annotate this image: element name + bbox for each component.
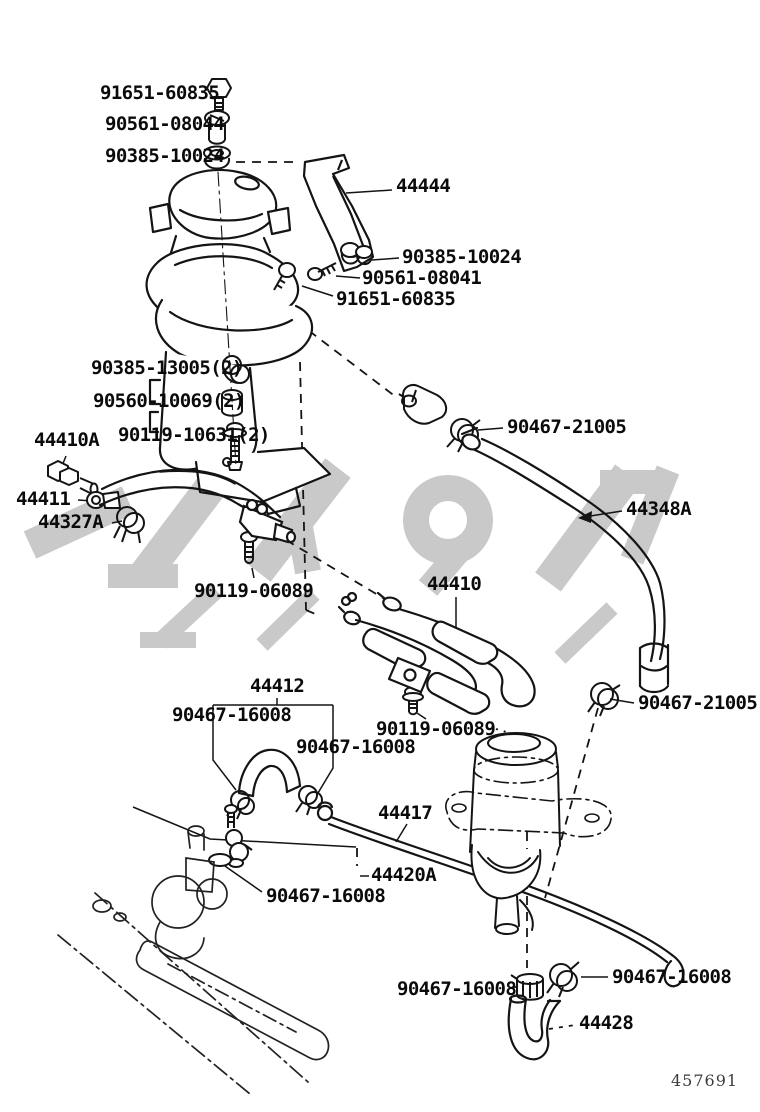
part-label-90467-16008-1[interactable]: 90467-16008 xyxy=(172,704,292,726)
hose-44428-drawing xyxy=(507,994,562,1061)
part-label-44417[interactable]: 44417 xyxy=(378,802,433,824)
part-label-90467-16008-2[interactable]: 90467-16008 xyxy=(296,736,416,758)
part-label-90560-10069[interactable]: 90560-10069(2) xyxy=(93,390,245,412)
part-label-90467-16008-4[interactable]: 90467-16008 xyxy=(397,978,517,1000)
watermark-logo xyxy=(23,458,680,664)
part-label-44410[interactable]: 44410 xyxy=(427,573,482,595)
part-label-90119-06089-right[interactable]: 90119-06089 xyxy=(376,718,496,740)
fastener-icons xyxy=(47,78,621,1001)
part-label-44411[interactable]: 44411 xyxy=(16,488,71,510)
part-label-44412[interactable]: 44412 xyxy=(250,675,305,697)
part-label-44348A[interactable]: 44348A xyxy=(626,498,692,520)
part-label-90467-21005-upper[interactable]: 90467-21005 xyxy=(507,416,627,438)
callout-leader-lines xyxy=(61,189,635,989)
part-label-44444[interactable]: 44444 xyxy=(396,175,451,197)
part-label-90467-16008-5[interactable]: 90467-16008 xyxy=(612,966,732,988)
part-label-90467-16008-3[interactable]: 90467-16008 xyxy=(266,885,386,907)
reservoir-drawing xyxy=(445,732,612,935)
part-label-91651-60835-top[interactable]: 91651-60835 xyxy=(100,82,220,104)
part-label-44327A[interactable]: 44327A xyxy=(38,511,104,533)
hose-44348A-drawing xyxy=(460,426,670,694)
part-label-44420A[interactable]: 44420A xyxy=(371,864,437,886)
part-label-90119-10631[interactable]: 90119-10631(2) xyxy=(118,424,270,446)
drawing-number: 457691 xyxy=(671,1071,739,1090)
part-label-90385-10024-mid[interactable]: 90385-10024 xyxy=(402,246,522,268)
part-label-90385-13005[interactable]: 90385-13005(2) xyxy=(91,357,243,379)
part-label-44428[interactable]: 44428 xyxy=(579,1012,634,1034)
part-label-90119-06089-left[interactable]: 90119-06089 xyxy=(194,580,314,602)
part-label-91651-60835-mid[interactable]: 91651-60835 xyxy=(336,288,456,310)
tube-44410-drawing xyxy=(337,591,536,715)
part-label-44410A[interactable]: 44410A xyxy=(34,429,100,451)
bracket-44444-drawing xyxy=(302,153,375,273)
steering-gear-phantom-drawing xyxy=(57,825,330,1095)
hose-44411-drawing xyxy=(98,468,297,544)
part-label-90467-21005-lower[interactable]: 90467-21005 xyxy=(638,692,758,714)
hose-44412-drawing xyxy=(237,748,302,798)
part-label-90561-08044[interactable]: 90561-08044 xyxy=(105,113,225,135)
part-label-90561-08041[interactable]: 90561-08041 xyxy=(362,267,482,289)
part-label-90385-10024-top[interactable]: 90385-10024 xyxy=(105,145,225,167)
